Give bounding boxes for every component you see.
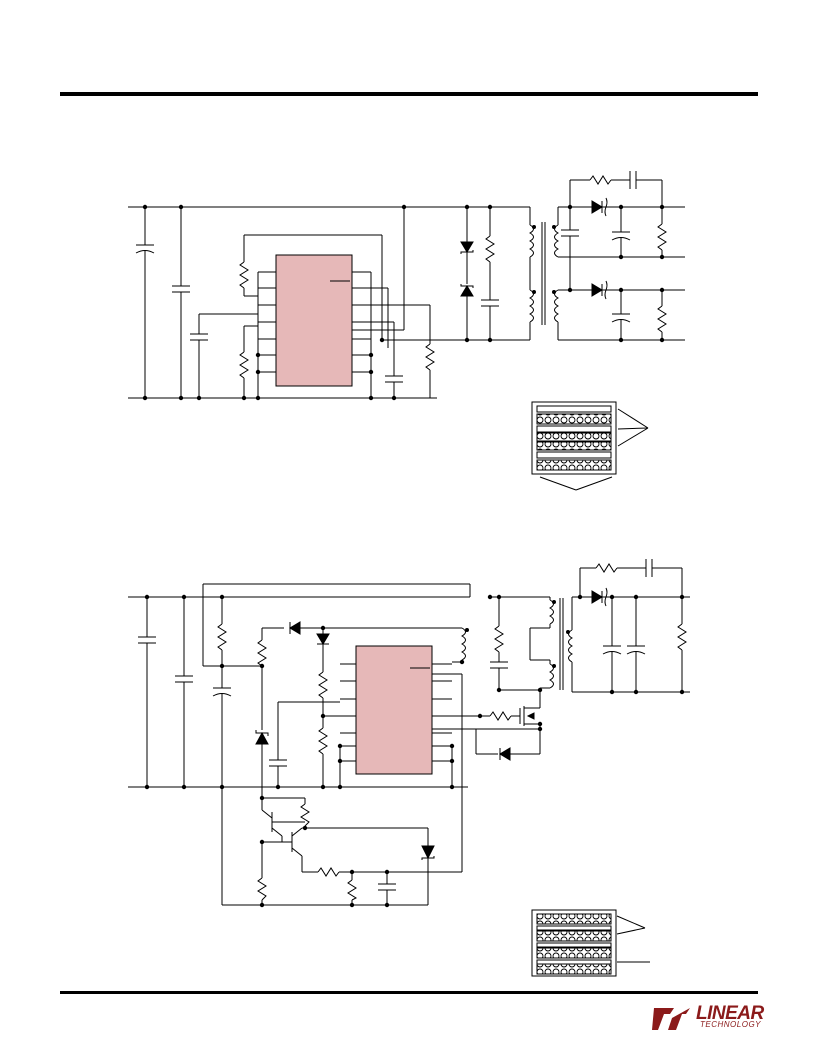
schematic-1 — [128, 171, 685, 399]
footer-rule — [60, 991, 758, 994]
header-rule — [60, 92, 758, 96]
input-capacitor-1 — [135, 207, 155, 398]
controller-ic — [275, 254, 353, 387]
schematic-1-junctions — [142, 204, 665, 401]
brand-main-text: LINEAR — [696, 1003, 764, 1024]
transformer-1 — [528, 207, 560, 340]
clamp-zener — [460, 207, 474, 340]
input-capacitor-2 — [172, 207, 190, 398]
resistor-r2 — [239, 325, 258, 398]
comp-capacitor — [190, 313, 258, 398]
schematic-2 — [128, 559, 690, 906]
winding-diagram-2 — [531, 909, 650, 977]
schematic-2-junctions — [144, 594, 685, 908]
snubber-resistor — [481, 207, 499, 340]
logo-icon — [652, 1008, 690, 1030]
linear-technology-logo: LINEAR TECHNOLOGY — [652, 1003, 764, 1032]
winding-diagram-1 — [531, 401, 649, 491]
controller-ic-2 — [355, 645, 433, 775]
brand-sub-text: TECHNOLOGY — [700, 1020, 762, 1029]
